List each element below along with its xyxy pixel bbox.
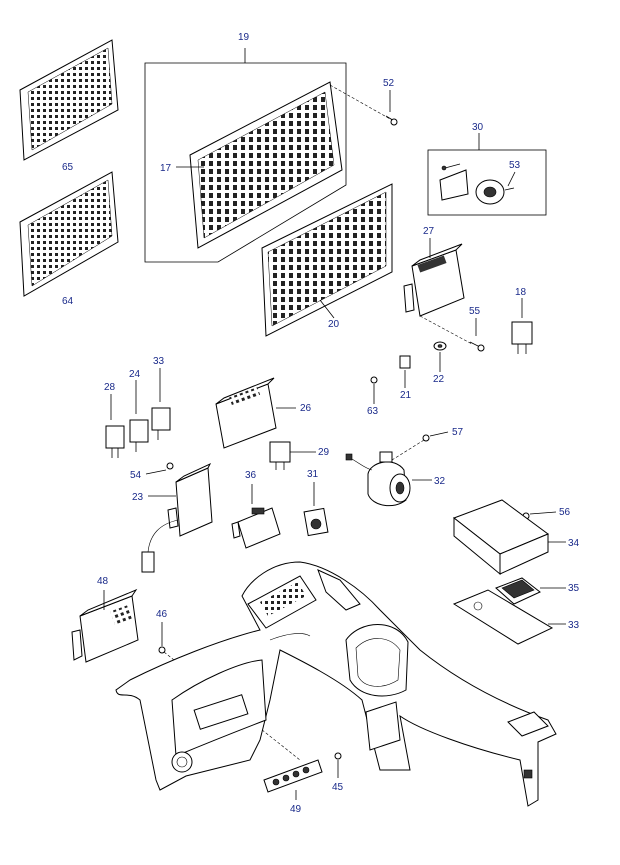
connector-21 — [399, 355, 411, 388]
callout-46: 46 — [156, 609, 168, 620]
bracket-33 — [452, 589, 566, 645]
relay-24 — [129, 380, 149, 452]
callout-30: 30 — [472, 122, 484, 133]
nut-54 — [145, 462, 174, 475]
callout-20: 20 — [328, 319, 340, 330]
callout-28: 28 — [104, 382, 116, 393]
callout-17: 17 — [160, 163, 172, 174]
fuse-label-sheet-65 — [19, 39, 119, 161]
callout-34: 34 — [568, 538, 580, 549]
callout-29: 29 — [318, 447, 330, 458]
module-48 — [71, 588, 139, 663]
callout-19: 19 — [238, 32, 250, 43]
screw-57 — [391, 431, 449, 461]
callout-65: 65 — [62, 162, 74, 173]
callout-24: 24 — [129, 369, 141, 380]
callout-33-relay: 33 — [153, 356, 165, 367]
junction-box-frame-19 — [144, 48, 347, 263]
callout-57: 57 — [452, 427, 464, 438]
module-26 — [215, 377, 296, 449]
callout-63: 63 — [367, 406, 379, 417]
callout-54: 54 — [130, 470, 142, 481]
nut-63 — [370, 376, 378, 404]
callout-45: 45 — [332, 782, 344, 793]
callout-49: 49 — [290, 804, 302, 815]
relay-33 — [151, 368, 171, 440]
relay-18 — [511, 298, 533, 354]
callout-64: 64 — [62, 296, 74, 307]
callout-31: 31 — [307, 469, 319, 480]
callout-48: 48 — [97, 576, 109, 587]
callout-26: 26 — [300, 403, 312, 414]
callout-56: 56 — [559, 507, 571, 518]
callout-23: 23 — [132, 492, 144, 503]
screw-52 — [385, 90, 398, 126]
callout-32: 32 — [434, 476, 446, 487]
module-35 — [495, 577, 566, 605]
horn-32 — [345, 451, 432, 507]
callout-33-bracket: 33 — [568, 620, 580, 631]
relay-panel-20 — [261, 183, 393, 337]
bolt-55 — [469, 318, 485, 352]
callout-18: 18 — [515, 287, 527, 298]
control-unit-27 — [403, 238, 473, 345]
switch-panel-49 — [263, 759, 323, 800]
callout-35: 35 — [568, 583, 580, 594]
callout-53: 53 — [509, 160, 521, 171]
sensor-31 — [303, 482, 329, 537]
callout-21: 21 — [400, 390, 412, 401]
control-box-34 — [452, 499, 566, 576]
module-23 — [141, 462, 213, 573]
callout-22: 22 — [433, 374, 445, 385]
callout-55: 55 — [469, 306, 481, 317]
screw-45 — [334, 752, 342, 778]
horn-assembly-box-30 — [427, 133, 547, 216]
callout-52: 52 — [383, 78, 395, 89]
junction-block-17 — [176, 81, 343, 249]
instrument-panel — [115, 561, 557, 807]
grommet-22 — [433, 341, 447, 372]
relay-29 — [269, 441, 316, 470]
relay-28 — [105, 394, 125, 458]
fuse-label-sheet-64 — [19, 171, 119, 297]
callout-27: 27 — [423, 226, 435, 237]
nut-56 — [522, 511, 557, 520]
module-36 — [231, 484, 281, 549]
callout-36: 36 — [245, 470, 257, 481]
